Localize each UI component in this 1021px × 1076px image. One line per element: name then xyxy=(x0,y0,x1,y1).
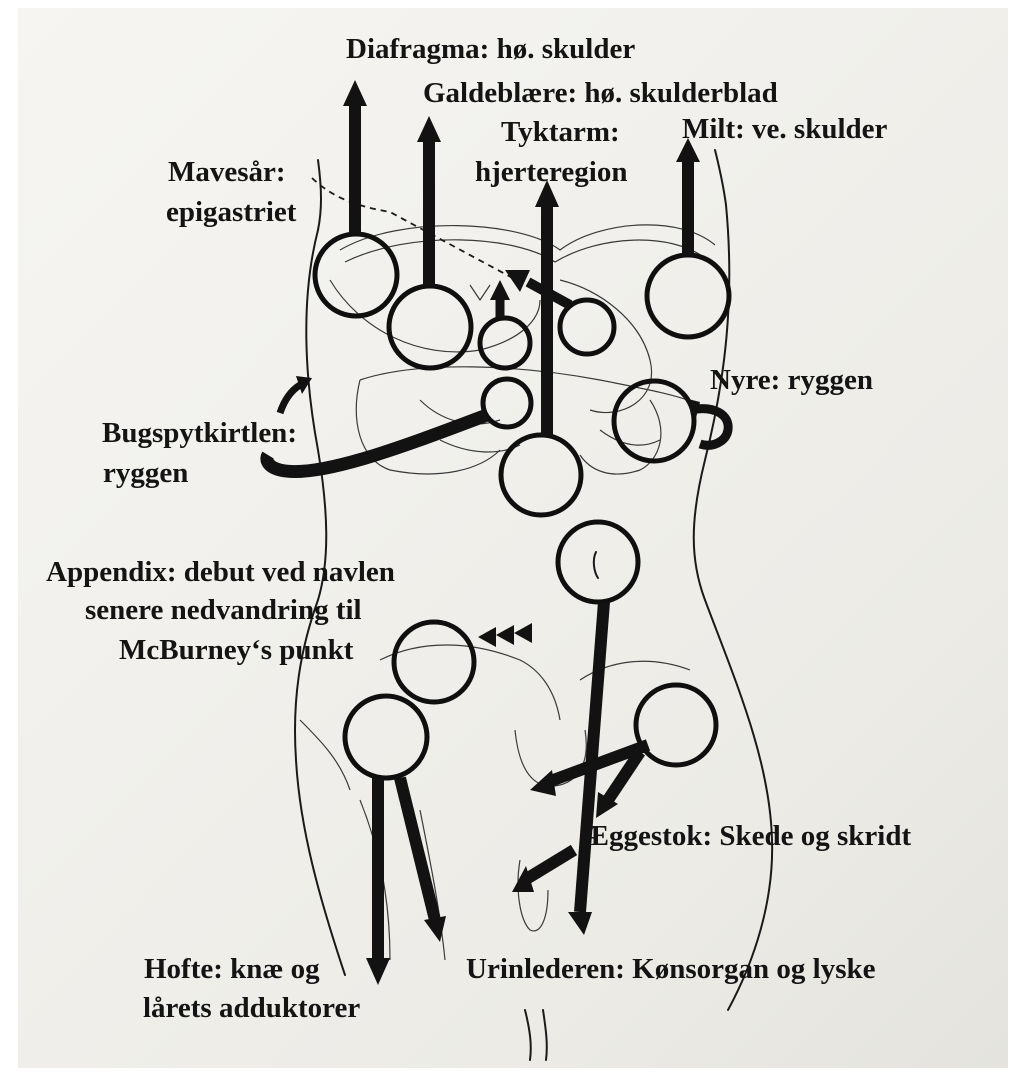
label-mavesaar-1: Mavesår: xyxy=(168,156,286,188)
rib-arch xyxy=(340,225,715,250)
circle-diafragma xyxy=(315,234,397,316)
label-bugspyt-1: Bugspytkirtlen: xyxy=(102,417,297,449)
navel-mark xyxy=(594,552,598,578)
label-appendix-3: McBurney‘s punkt xyxy=(119,634,354,666)
circle-hofte xyxy=(345,696,427,778)
arrowhead-urinlederen xyxy=(568,912,592,935)
label-bugspyt-2: ryggen xyxy=(103,457,188,489)
arrow-bugspyt-curl xyxy=(280,385,300,413)
arrowhead-galdeblaere xyxy=(417,116,441,142)
label-appendix-1: Appendix: debut ved navlen xyxy=(46,556,395,588)
arrowhead-aeggestok-1 xyxy=(530,770,556,796)
right-upper-side xyxy=(715,150,726,205)
labels: Diafragma: hø. skulder Galdeblære: hø. s… xyxy=(46,33,911,1024)
label-hofte-1: Hofte: knæ og xyxy=(144,953,320,985)
pelvic-wing xyxy=(300,720,350,790)
ulcer-dashed-line xyxy=(312,178,520,282)
label-mavesaar-2: epigastriet xyxy=(166,196,297,228)
right-torso-line xyxy=(694,205,772,1010)
arrowhead-tyktarm-diag xyxy=(505,270,530,292)
label-tyktarm-1: Tyktarm: xyxy=(501,116,620,148)
label-aeggestok: Æggestok: Skede og skridt xyxy=(580,820,911,852)
appendix-arrow-1 xyxy=(478,627,496,647)
arrowhead-diafragma xyxy=(343,80,367,106)
organ-circles xyxy=(315,234,729,778)
arrow-urin-branch xyxy=(528,850,574,878)
circle-mavesaar xyxy=(480,318,530,368)
left-upper-side xyxy=(318,160,321,230)
label-tyktarm-2: hjerteregion xyxy=(475,156,627,188)
label-appendix-2: senere nedvandring til xyxy=(85,594,362,626)
rib-arch-inner xyxy=(345,240,705,262)
arrowhead-mavesaar xyxy=(490,280,510,300)
arrow-hofte-2 xyxy=(400,778,435,920)
appendix-arrow-2 xyxy=(496,625,514,645)
midline-lower-1 xyxy=(525,1010,531,1060)
circle-nyre xyxy=(614,381,694,461)
label-galdeblaere: Galdeblære: hø. skulderblad xyxy=(423,77,778,109)
circle-aeggestok xyxy=(636,685,716,765)
circle-navle xyxy=(558,522,638,602)
circle-tyktarm xyxy=(501,435,581,515)
circle-appendix xyxy=(394,622,474,702)
arrowhead-hofte-1 xyxy=(366,958,390,985)
label-urinlederen: Urinlederen: Kønsorgan og lyske xyxy=(466,953,876,985)
circle-bugspyt xyxy=(483,379,531,427)
midline-lower-2 xyxy=(543,1010,547,1060)
label-milt: Milt: ve. skulder xyxy=(682,113,888,145)
circle-milt xyxy=(647,255,729,337)
label-hofte-2: lårets adduktorer xyxy=(143,992,360,1024)
appendix-arrow-3 xyxy=(514,623,532,643)
label-nyre: Nyre: ryggen xyxy=(710,364,873,396)
label-diafragma: Diafragma: hø. skulder xyxy=(346,33,635,65)
circle-galdeblaere xyxy=(389,286,471,368)
